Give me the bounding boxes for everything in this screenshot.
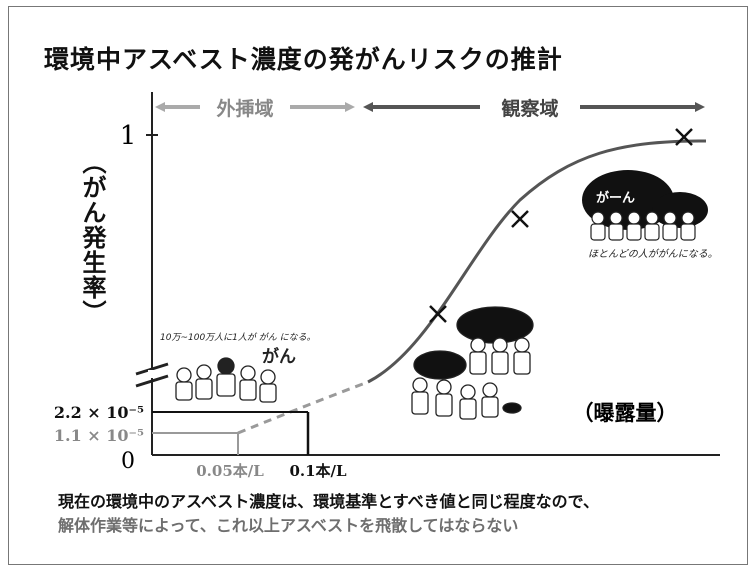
x-tick-label-01: 0.1本/L [289,462,347,480]
data-marker [429,305,447,323]
y-axis-label: （がん発生率） [78,150,106,325]
y-tick-label-22: 2.2 × 10⁻⁵ [54,403,144,422]
data-marker [511,210,529,228]
figure-frame [8,6,748,565]
y-tick-label-zero: 0 [121,449,135,474]
right-illustration-word: がーん [596,190,635,206]
footer-line-2: 解体作業等によって、これ以上アスベストを飛散してはならない [58,516,519,535]
few-cancer-illustration: 10万~100万人に1人が がん になる。 がん [160,332,316,403]
figure-title: 環境中アスベスト濃度の発がんリスクの推計 [44,45,563,74]
data-marker [675,128,693,146]
right-caption: ほとんどの人ががんになる。 [588,248,718,260]
extrapolated-curve [237,380,369,435]
y-tick-label-one: 1 [120,121,137,151]
most-cancer-illustration: がーん ほとんどの人ががんになる。 [582,170,718,260]
left-caption: 10万~100万人に1人が がん になる。 [160,332,316,343]
middle-crowd-illustration [411,306,534,420]
observed-curve [367,139,707,384]
x-tick-label-005: 0.05本/L [196,462,264,480]
footer-line-1: 現在の環境中のアスベスト濃度は、環境基準とすべき値と同じ程度なので、 [58,492,599,511]
x-axis-label: （曝露量） [573,401,678,425]
y-tick-label-11: 1.1 × 10⁻⁵ [54,426,144,445]
axis-break-mark [135,362,169,388]
observation-label: 観察域 [501,97,558,120]
extrapolation-label: 外挿域 [216,97,273,120]
left-illustration-word: がん [262,346,296,367]
